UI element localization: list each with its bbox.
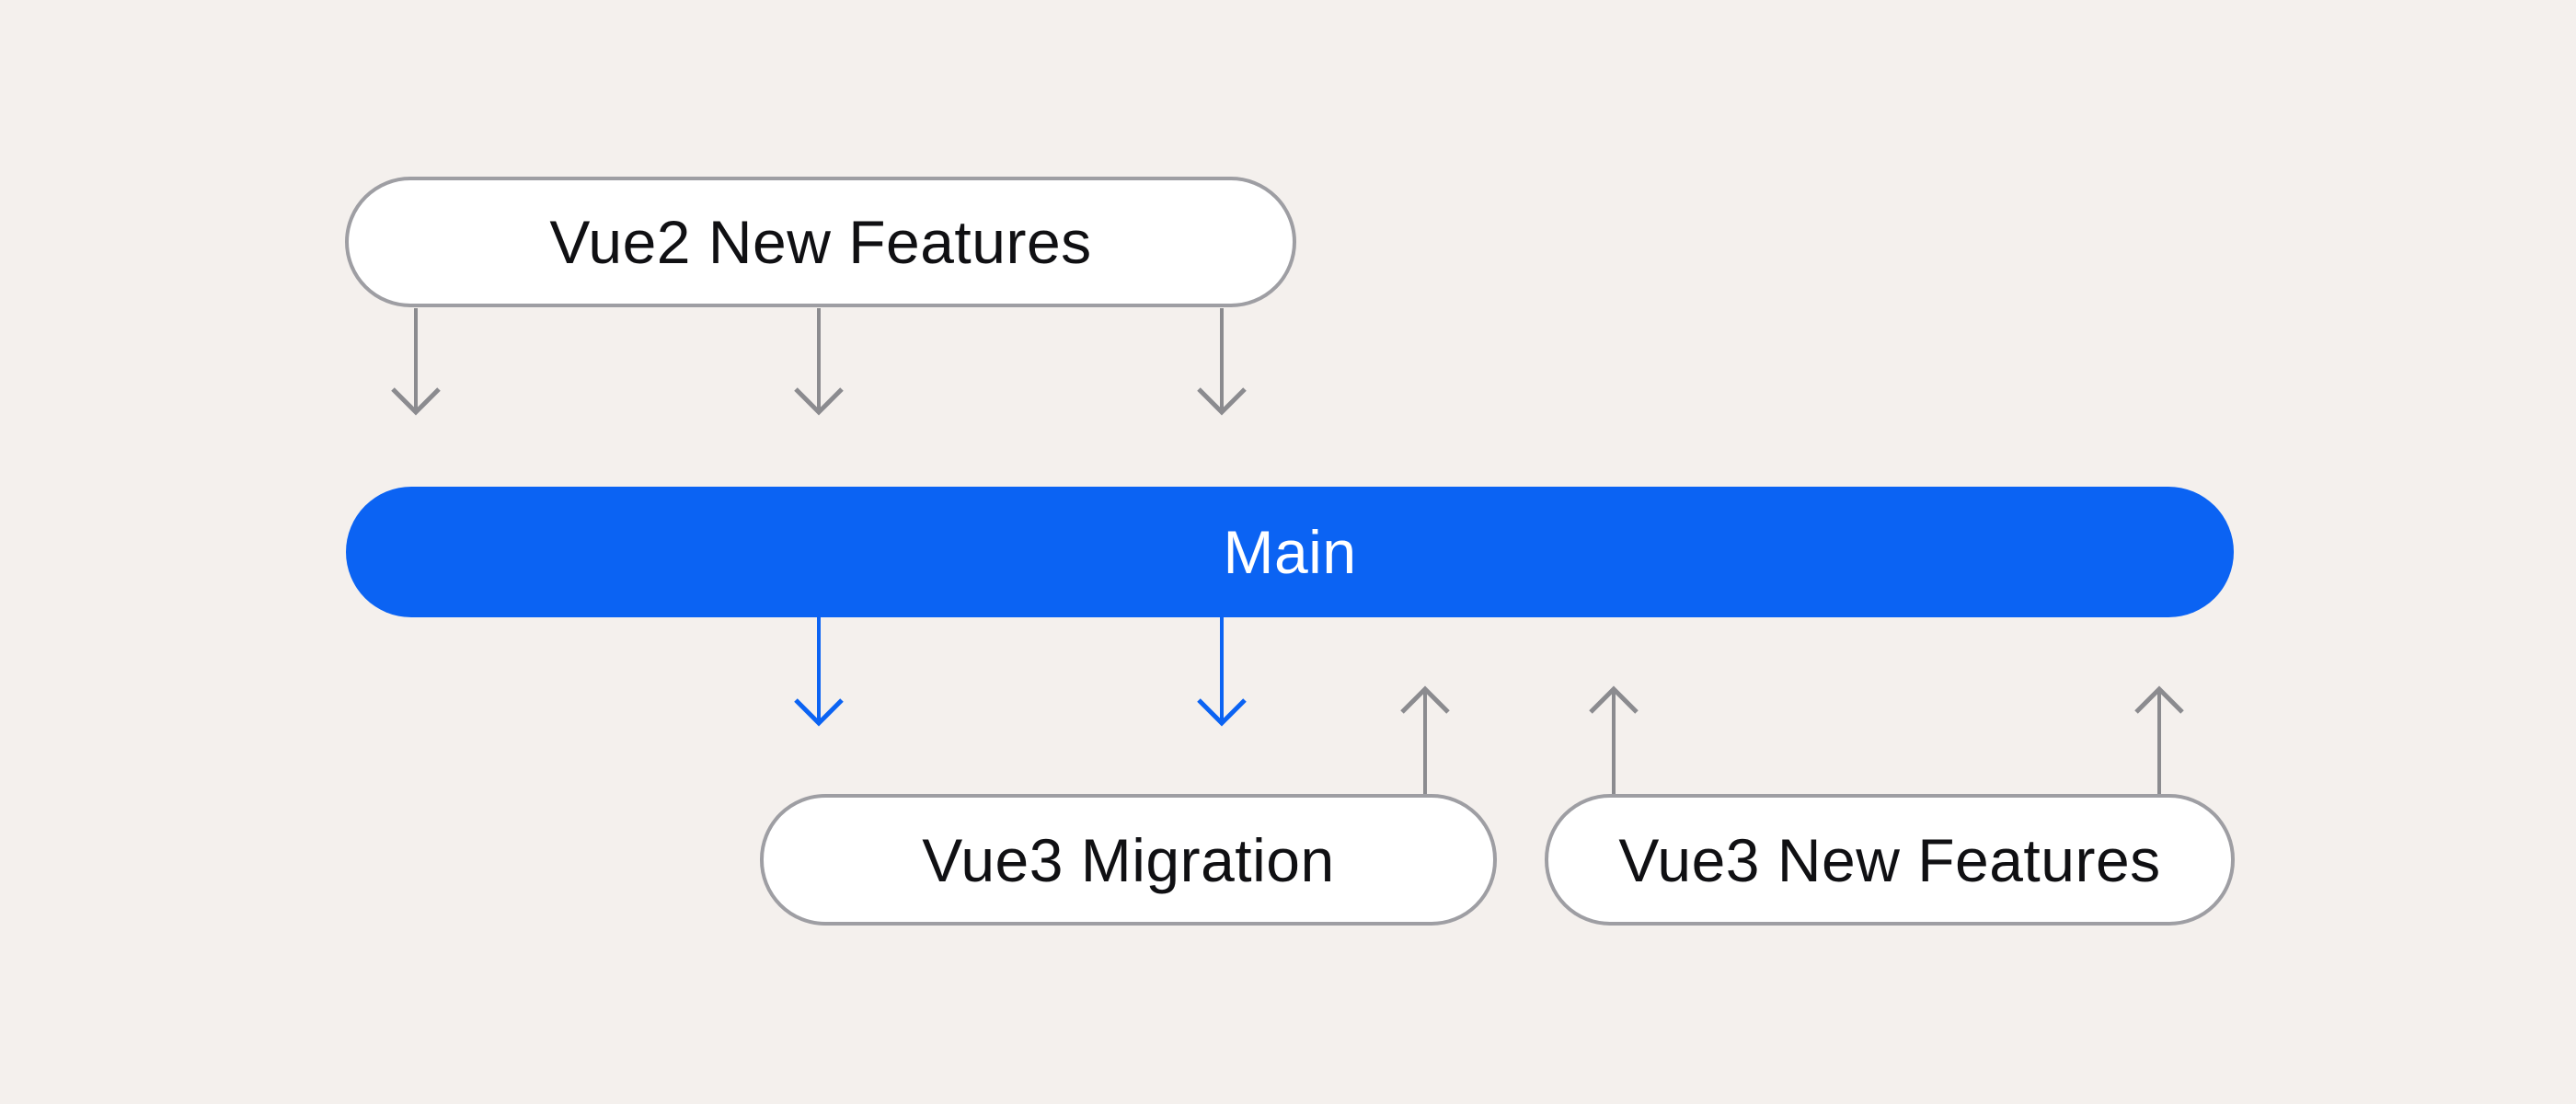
node-vue2-new-features-label: Vue2 New Features: [549, 208, 1092, 276]
edge-main-to-vue3-migration-arrow-2: [1197, 617, 1247, 727]
node-vue3-migration-label: Vue3 Migration: [922, 825, 1335, 894]
edge-main-to-vue3-migration-arrow-1: [794, 617, 844, 727]
node-vue2-new-features: Vue2 New Features: [345, 177, 1296, 307]
node-main-branch: Main: [346, 487, 2234, 617]
node-vue3-new-features-label: Vue3 New Features: [1618, 825, 2161, 894]
node-main-branch-label: Main: [1223, 518, 1357, 586]
node-vue3-migration: Vue3 Migration: [760, 794, 1497, 926]
edge-vue2-to-main-arrow-1: [391, 308, 441, 416]
edge-vue3-new-features-to-main-arrow-2: [2134, 685, 2184, 794]
node-vue3-new-features: Vue3 New Features: [1545, 794, 2235, 926]
edge-vue2-to-main-arrow-2: [794, 308, 844, 416]
edge-vue3-migration-to-main-arrow: [1400, 685, 1450, 794]
edge-vue2-to-main-arrow-3: [1197, 308, 1247, 416]
edge-vue3-new-features-to-main-arrow-1: [1589, 685, 1639, 794]
